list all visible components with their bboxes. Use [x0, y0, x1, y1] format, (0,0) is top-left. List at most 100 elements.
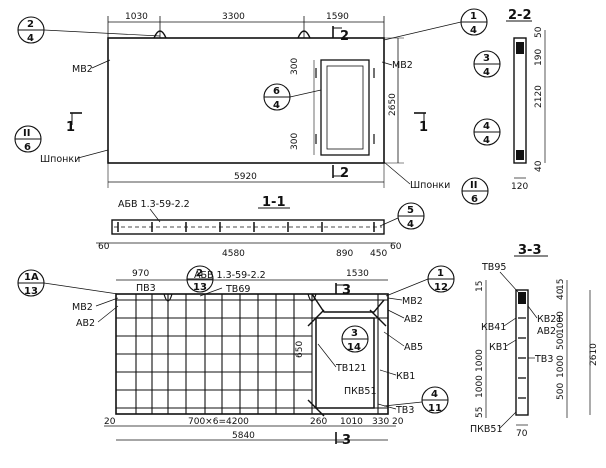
section-mark-1-left: 1 — [66, 112, 82, 135]
dim-5920: 5920 — [234, 172, 257, 182]
label-av2-rebar-left: АВ2 — [76, 318, 95, 329]
label-tv95: ТВ95 — [481, 262, 506, 273]
dim-650: 650 — [295, 341, 305, 358]
label-pkv51-3-3: ПКВ51 — [470, 424, 503, 435]
section-mark-3-bottom: 3 — [335, 432, 351, 448]
dim-500-b: 500 — [556, 333, 566, 350]
dim-70: 70 — [516, 429, 528, 439]
rebar-view: 970 1530 АБВ 1.3-59-2.2 ПВ3 ТВ69 МВ2 АВ2… — [17, 265, 455, 448]
dim-2650: 2650 — [388, 93, 398, 116]
dim-2610: 2610 — [589, 343, 599, 366]
rebar-loop-left — [163, 293, 173, 302]
section-2-2-profile — [513, 37, 527, 164]
rebar-horizontal-bars — [116, 299, 388, 409]
dim-20-left: 20 — [104, 417, 116, 427]
dim-15-right: 15 — [556, 279, 566, 290]
dim-60-right: 60 — [390, 242, 402, 252]
dim-1000-right-2: 1000 — [556, 355, 566, 378]
svg-text:4: 4 — [483, 67, 490, 78]
svg-text:13: 13 — [24, 286, 38, 297]
callout-6-4: 6 4 — [263, 83, 322, 111]
svg-text:4: 4 — [483, 121, 490, 132]
label-tv3-rebar: ТВ3 — [395, 405, 414, 416]
label-pkv51-rebar: ПКВ51 — [344, 386, 377, 397]
dim-5840: 5840 — [232, 431, 255, 441]
label-kv1-rebar: КВ1 — [396, 371, 415, 382]
dim-2120: 2120 — [534, 85, 544, 108]
dim-40: 40 — [534, 160, 544, 172]
dim-1000-right-1: 1000 — [556, 311, 566, 334]
svg-text:2: 2 — [27, 19, 34, 30]
section-1-1-profile — [111, 219, 385, 235]
dim-4580: 4580 — [222, 249, 245, 259]
panel-outline — [107, 37, 385, 164]
dim-330: 330 — [372, 417, 389, 427]
svg-text:4: 4 — [470, 25, 477, 36]
svg-text:1: 1 — [66, 120, 75, 135]
rebar-door-opening — [315, 317, 375, 409]
dim-1000-left-2: 1000 — [475, 375, 485, 398]
embed-marks — [315, 68, 375, 144]
callout-4-11: 4 11 — [383, 386, 449, 414]
section-mark-2-top: 2 — [332, 26, 349, 44]
section-mark-3-top: 3 — [335, 283, 351, 298]
label-tv3-3-3: ТВ3 — [534, 354, 553, 365]
svg-text:6: 6 — [273, 86, 280, 97]
callout-1-12: 1 12 — [385, 265, 455, 297]
svg-text:6: 6 — [24, 142, 31, 153]
section-1-1-title: 1-1 — [262, 195, 286, 210]
top-view: 1030 3300 1590 300 300 2650 5920 МВ2 МВ2… — [14, 8, 489, 205]
svg-text:1: 1 — [437, 268, 444, 279]
dim-300-bottom: 300 — [290, 133, 300, 150]
label-av2-rebar-right: АВ2 — [404, 314, 423, 325]
dim-20-right: 20 — [392, 417, 404, 427]
svg-text:13: 13 — [193, 282, 207, 293]
dim-40-3-3: 40 — [556, 288, 566, 300]
dim-120: 120 — [511, 182, 528, 192]
label-mv2-rebar-right: МВ2 — [402, 296, 423, 307]
callout-3-14: 3 14 — [341, 325, 369, 353]
section-mark-1-right: 1 — [414, 112, 428, 135]
svg-text:3: 3 — [483, 53, 490, 64]
section-mark-2-bottom: 2 — [332, 165, 349, 181]
svg-text:5: 5 — [407, 205, 414, 216]
callout-II-6-left: II 6 — [14, 125, 42, 153]
dim-4200: 700×6=4200 — [188, 417, 249, 427]
dim-1010: 1010 — [340, 417, 363, 427]
label-tv69: ТВ69 — [225, 284, 250, 295]
dim-1530: 1530 — [346, 269, 369, 279]
svg-text:3: 3 — [351, 328, 358, 339]
lifting-loop-right — [297, 30, 311, 39]
section-2-2-title: 2-2 — [508, 8, 532, 23]
svg-text:1: 1 — [470, 11, 477, 22]
svg-text:11: 11 — [428, 403, 442, 414]
dim-500-a: 500 — [556, 383, 566, 400]
label-pv3: ПВ3 — [136, 283, 156, 294]
svg-text:2: 2 — [340, 29, 349, 44]
callout-1A-13: 1А 13 — [17, 269, 119, 297]
section-3-3: 3-3 ТВ95 КВ21 АВ2 КВ41 КВ1 ТВ3 ПКВ51 15 … — [470, 243, 599, 439]
dim-50: 50 — [534, 26, 544, 38]
section-2-2: 2-2 50 190 2120 40 120 3 4 4 4 — [473, 8, 546, 192]
label-av2-3-3: АВ2 — [537, 326, 556, 337]
label-kv21: КВ21 — [537, 314, 562, 325]
label-kv41: КВ41 — [481, 322, 506, 333]
svg-text:3: 3 — [342, 433, 351, 448]
section-1-1: 1-1 АБВ 1.3-59-2.2 60 4580 890 450 60 5 … — [96, 195, 425, 259]
svg-text:4: 4 — [431, 389, 438, 400]
section-3-3-top-embed — [518, 292, 526, 304]
label-mv2-right: МВ2 — [392, 60, 413, 71]
callout-II-6-right: II 6 — [461, 177, 489, 205]
label-abv-1-1: АБВ 1.3-59-2.2 — [118, 199, 190, 210]
callout-5-4: 5 4 — [379, 202, 425, 230]
dim-260: 260 — [310, 417, 327, 427]
dim-1590: 1590 — [326, 12, 349, 22]
dim-60-left: 60 — [98, 242, 110, 252]
section-2-2-bottom-embed — [516, 150, 524, 160]
dim-1000-left-1: 1000 — [475, 349, 485, 372]
dim-3300: 3300 — [222, 12, 245, 22]
label-tv121: ТВ121 — [335, 363, 366, 374]
svg-text:4: 4 — [407, 219, 414, 230]
dim-55: 55 — [475, 407, 485, 418]
